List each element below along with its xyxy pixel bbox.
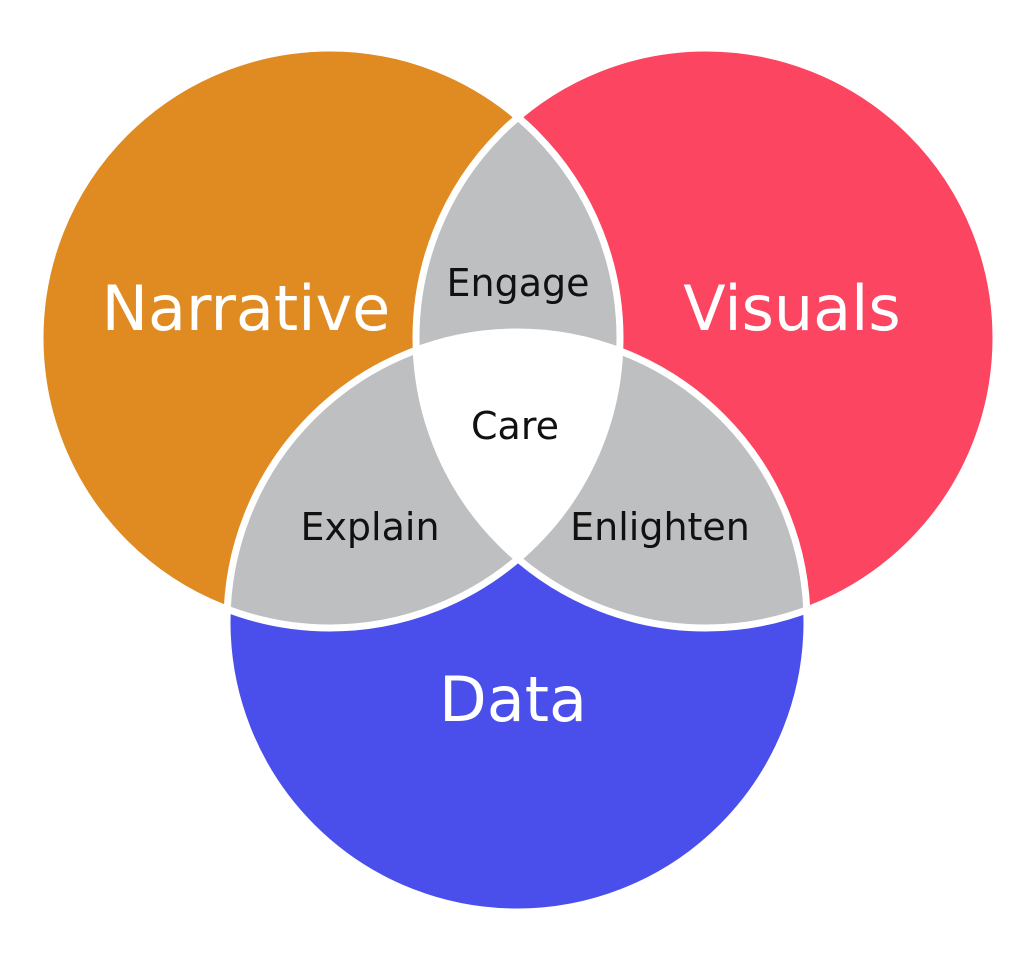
narrative-label: Narrative <box>102 272 391 345</box>
engage-label: Engage <box>446 261 589 305</box>
visuals-outline <box>412 44 1000 632</box>
care-label: Care <box>471 404 559 448</box>
data-label: Data <box>439 663 587 736</box>
explain-label: Explain <box>300 505 439 549</box>
data-outline <box>223 328 811 916</box>
enlighten-label: Enlighten <box>570 505 750 549</box>
narrative-outline <box>36 44 624 632</box>
visuals-label: Visuals <box>683 272 900 345</box>
